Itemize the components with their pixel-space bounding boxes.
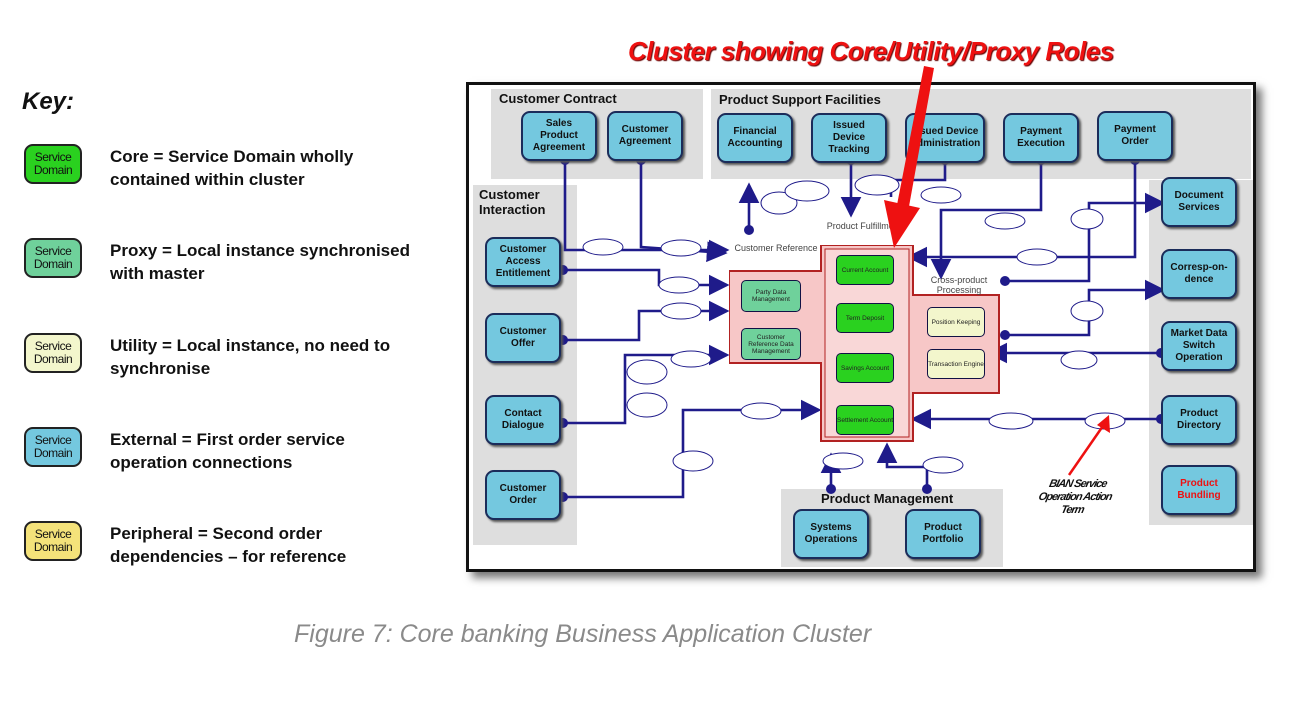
sd-customer-agreement: Customer Agreement bbox=[607, 111, 683, 161]
sd-issued-device-tracking: Issued Device Tracking bbox=[811, 113, 887, 163]
sd-payment-order: Payment Order bbox=[1097, 111, 1173, 161]
sd-correspondence: Corresp-on-dence bbox=[1161, 249, 1237, 299]
group-customer-interaction-label: Customer Interaction bbox=[479, 187, 546, 217]
annotation-arrow bbox=[1067, 415, 1110, 476]
sd-market-data-switch: Market Data Switch Operation bbox=[1161, 321, 1237, 371]
key-heading: Key: bbox=[22, 88, 75, 115]
sd-payment-execution: Payment Execution bbox=[1003, 113, 1079, 163]
cross-product-label: Cross-product Processing bbox=[930, 275, 988, 295]
bian-annotation: BIAN Service Operation Action Term bbox=[1037, 478, 1113, 516]
group-product-management-label: Product Management bbox=[821, 491, 954, 506]
sd-current-account: Current Account bbox=[836, 255, 894, 285]
key-external-badge: Service Domain bbox=[24, 427, 82, 467]
sd-sales-product-agreement: Sales Product Agreement bbox=[521, 111, 597, 161]
key-peripheral-label: Peripheral = Second order dependencies –… bbox=[110, 524, 347, 566]
sd-settlement-account: Settlement Account bbox=[836, 405, 894, 435]
sd-product-bundling: Product Bundling bbox=[1161, 465, 1237, 515]
title-arrow bbox=[884, 66, 934, 248]
sd-product-portfolio: Product Portfolio bbox=[905, 509, 981, 559]
sd-term-deposit: Term Deposit bbox=[836, 303, 894, 333]
sd-financial-accounting: Financial Accounting bbox=[717, 113, 793, 163]
sd-transaction-engine: Transaction Engine bbox=[927, 349, 985, 379]
key-utility-badge: Service Domain bbox=[24, 333, 82, 373]
key-external-label: External = First order service operation… bbox=[110, 430, 345, 472]
diagram-title: Cluster showing Core/Utility/Proxy Roles bbox=[628, 36, 1114, 66]
sd-document-services: Document Services bbox=[1161, 177, 1237, 227]
key-utility-label: Utility = Local instance, no need to syn… bbox=[110, 336, 391, 378]
key-core-badge: Service Domain bbox=[24, 144, 82, 184]
sd-customer-reference-data-management: Customer Reference Data Management bbox=[741, 328, 801, 360]
customer-reference-label: Customer Reference bbox=[734, 243, 818, 253]
key-proxy-badge: Service Domain bbox=[24, 238, 82, 278]
diagram-frame: Customer Contract Product Support Facili… bbox=[466, 82, 1256, 572]
sd-customer-order: Customer Order bbox=[485, 470, 561, 520]
product-fulfillment-label: Product Fulfillment bbox=[826, 221, 902, 231]
group-customer-contract-label: Customer Contract bbox=[499, 91, 617, 106]
sd-party-data-management: Party Data Management bbox=[741, 280, 801, 312]
key-proxy-label: Proxy = Local instance synchronised with… bbox=[110, 241, 410, 283]
group-product-support-label: Product Support Facilities bbox=[719, 92, 881, 107]
key-peripheral-badge: Service Domain bbox=[24, 521, 82, 561]
connection-lines bbox=[558, 155, 1166, 502]
sd-customer-offer: Customer Offer bbox=[485, 313, 561, 363]
sd-savings-account: Savings Account bbox=[836, 353, 894, 383]
key-core-label: Core = Service Domain wholly contained w… bbox=[110, 147, 354, 189]
sd-customer-access-entitlement: Customer Access Entitlement bbox=[485, 237, 561, 287]
sd-contact-dialogue: Contact Dialogue bbox=[485, 395, 561, 445]
sd-product-directory: Product Directory bbox=[1161, 395, 1237, 445]
sd-systems-operations: Systems Operations bbox=[793, 509, 869, 559]
figure-caption: Figure 7: Core banking Business Applicat… bbox=[294, 620, 872, 648]
sd-position-keeping: Position Keeping bbox=[927, 307, 985, 337]
